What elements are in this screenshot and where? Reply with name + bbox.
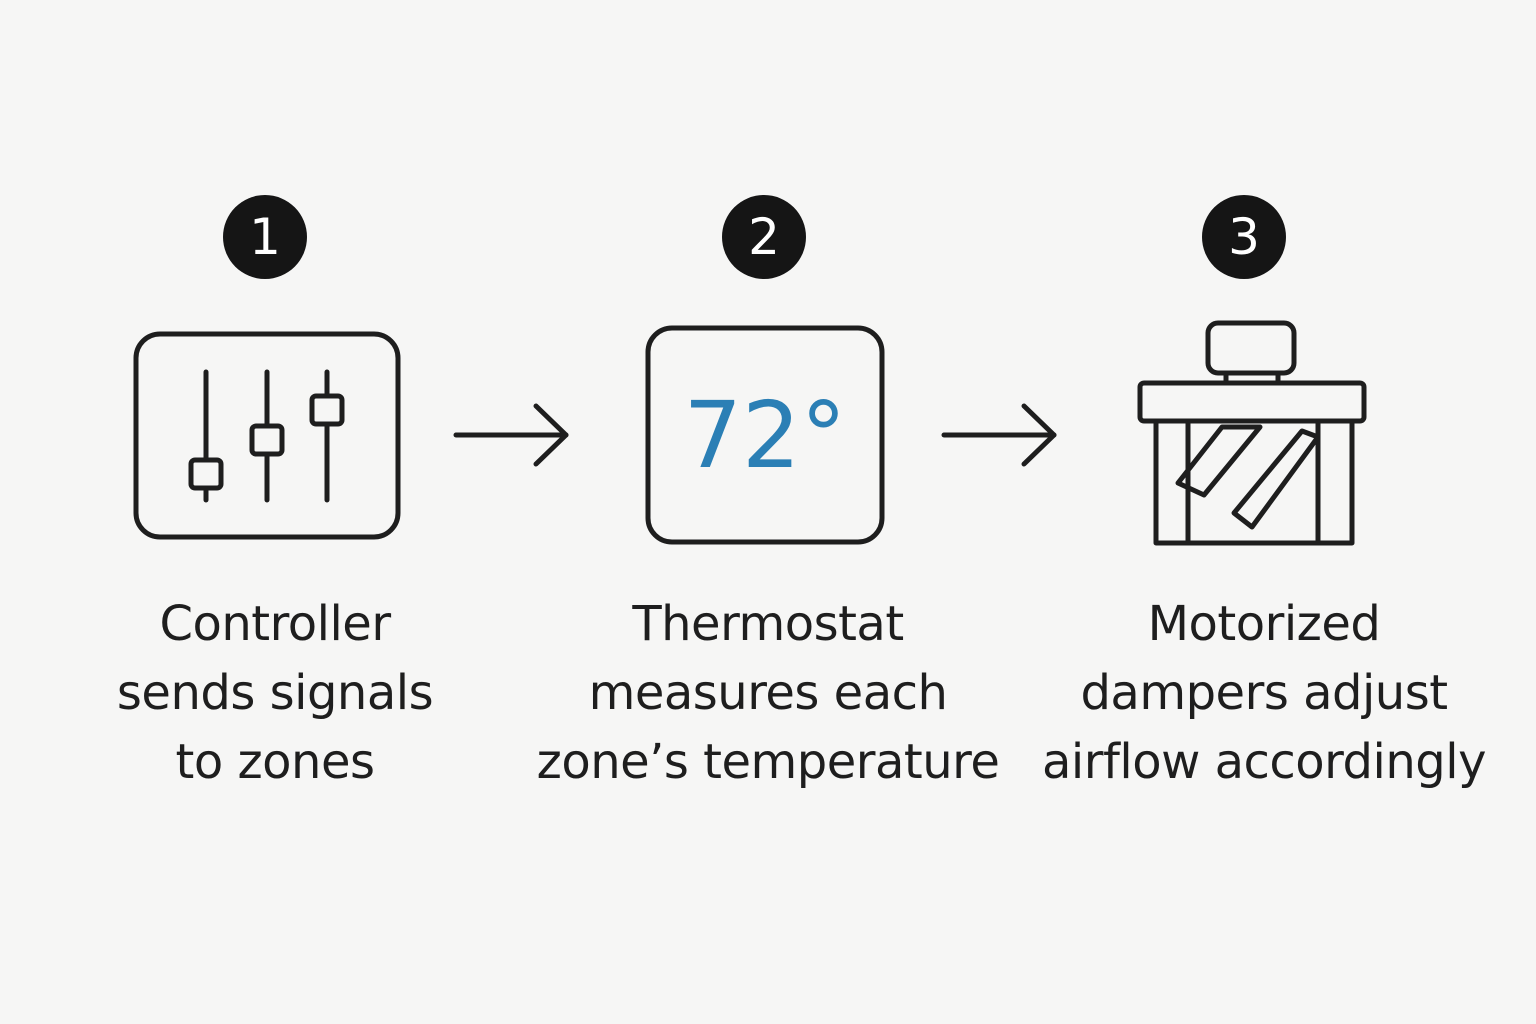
damper-icon: [1137, 320, 1367, 546]
thermostat-icon: 72°: [645, 325, 885, 545]
step-3-number: 3: [1228, 208, 1260, 266]
step-1-caption-line-2: sends signals: [116, 665, 434, 721]
arrow-right-icon: [453, 403, 569, 467]
arrow-right-icon: [941, 403, 1057, 467]
step-2-caption-line-3: zone’s temperature: [536, 734, 1000, 790]
step-2-number: 2: [748, 208, 780, 266]
thermostat-reading: 72°: [683, 382, 846, 489]
step-1-caption-line-3: to zones: [175, 734, 375, 790]
step-1-number: 1: [249, 208, 281, 266]
step-2-caption: Thermostat measures each zone’s temperat…: [508, 590, 1028, 797]
step-1-caption-line-1: Controller: [159, 596, 391, 652]
step-2-badge: 2: [722, 195, 806, 279]
step-3-caption-line-3: airflow accordingly: [1042, 734, 1487, 790]
step-3-caption-line-2: dampers adjust: [1080, 665, 1448, 721]
step-1-caption: Controller sends signals to zones: [15, 590, 535, 797]
step-3-caption: Motorized dampers adjust airflow accordi…: [1004, 590, 1524, 797]
step-3-badge: 3: [1202, 195, 1286, 279]
step-2-caption-line-1: Thermostat: [632, 596, 904, 652]
step-1-badge: 1: [223, 195, 307, 279]
sliders-icon: [133, 331, 401, 540]
step-2-caption-line-2: measures each: [588, 665, 948, 721]
step-3-caption-line-1: Motorized: [1147, 596, 1381, 652]
